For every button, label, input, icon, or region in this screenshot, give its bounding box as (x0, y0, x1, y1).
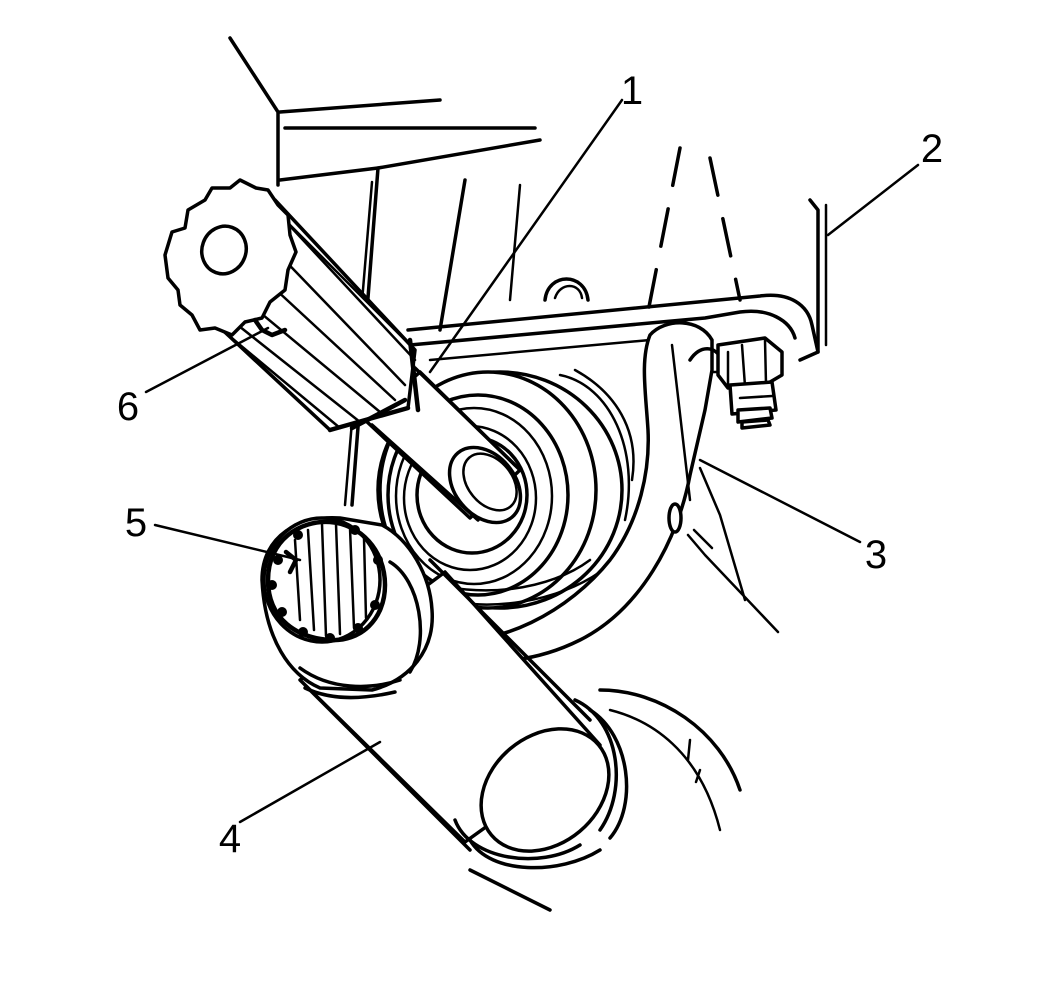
callout-4: 4 (219, 817, 241, 861)
leader-line-6 (144, 326, 270, 394)
center-bearing-support (428, 321, 784, 664)
leader-line-3 (698, 458, 862, 544)
rear-shaft-splined-stub (163, 178, 523, 525)
leader-line-2 (826, 163, 920, 237)
leader-line-1 (428, 98, 624, 374)
callout-6: 6 (117, 385, 139, 429)
leader-line-5 (153, 523, 302, 562)
spline-gear-end (163, 178, 298, 337)
callout-2: 2 (921, 127, 943, 171)
crossmember-bracket (406, 146, 828, 362)
leader-line-4 (238, 740, 382, 824)
leader-lines (144, 98, 920, 824)
callout-1: 1 (621, 69, 643, 113)
internal-splines (293, 522, 368, 638)
callout-3: 3 (865, 533, 887, 577)
front-propshaft (260, 515, 742, 912)
callout-labels: 1 2 3 4 5 6 (117, 69, 943, 861)
callout-5: 5 (125, 501, 147, 545)
